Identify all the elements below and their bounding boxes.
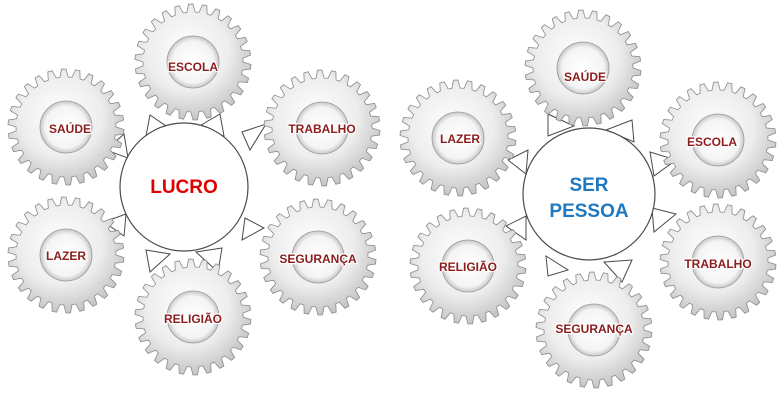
gear-trabalho: TRABALHO [263, 69, 381, 187]
pointer-triangle [545, 255, 570, 277]
hub-label: SER [569, 175, 608, 196]
gear-trabalho: TRABALHO [659, 203, 777, 321]
gear-label: SEGURANÇA [279, 252, 357, 266]
gear-hole [431, 111, 485, 165]
gear-label: LAZER [440, 132, 480, 146]
gear-seguranca: SEGURANÇA [535, 271, 653, 389]
gear-hole [691, 235, 745, 289]
pointer-triangle [102, 213, 127, 237]
gear-label: ESCOLA [687, 135, 737, 149]
hub-circle [522, 127, 656, 261]
gear-label: SAÚDE [564, 69, 606, 84]
gear-label: SAÚDE [49, 121, 91, 136]
gear-hole [291, 230, 345, 284]
hub-right: SER PESSOA [522, 127, 656, 261]
gear-escola: ESCOLA [134, 3, 252, 121]
gear-label: RELIGIÃO [164, 311, 222, 326]
hub-circle [119, 122, 249, 252]
diagram-right: SAÚDE ESCOLA TRABALHO SEGURANÇA RELIGIÃO… [399, 9, 777, 389]
gear-hole [166, 290, 220, 344]
pointer-triangle [602, 259, 633, 283]
gear-hole [556, 41, 610, 95]
pointer-triangle [241, 123, 268, 152]
pointer-triangle [241, 217, 266, 241]
gear-hole [567, 303, 621, 357]
gear-label: RELIGIÃO [439, 259, 497, 274]
gear-lazer: LAZER [7, 196, 125, 314]
gear-religiao: RELIGIÃO [134, 258, 252, 376]
diagram-left: ESCOLA TRABALHO SEGURANÇA RELIGIÃO LAZER… [7, 3, 381, 376]
gear-hole [441, 239, 495, 293]
pointer-triangle [507, 149, 529, 175]
gear-label: LAZER [46, 249, 86, 263]
gear-hole [39, 228, 93, 282]
hub-label: PESSOA [549, 201, 628, 222]
gear-label: ESCOLA [168, 60, 218, 74]
gear-hole [691, 113, 745, 167]
pointer-triangle [651, 207, 678, 233]
gear-label: TRABALHO [684, 257, 751, 271]
gear-label: SEGURANÇA [555, 322, 633, 336]
hub-label: LUCRO [150, 177, 218, 198]
gear-hole [39, 100, 93, 154]
hub-left: LUCRO [119, 122, 249, 252]
pointer-triangle [145, 249, 172, 273]
gear-saude: SAÚDE [524, 9, 642, 127]
gear-lazer: LAZER [399, 79, 517, 197]
gear-escola: ESCOLA [659, 81, 777, 199]
gear-saude: SAÚDE [7, 68, 125, 186]
gear-hole [166, 35, 220, 89]
gear-label: TRABALHO [288, 122, 355, 136]
gear-hole [295, 101, 349, 155]
gear-religiao: RELIGIÃO [409, 207, 527, 325]
gear-seguranca: SEGURANÇA [259, 198, 377, 316]
